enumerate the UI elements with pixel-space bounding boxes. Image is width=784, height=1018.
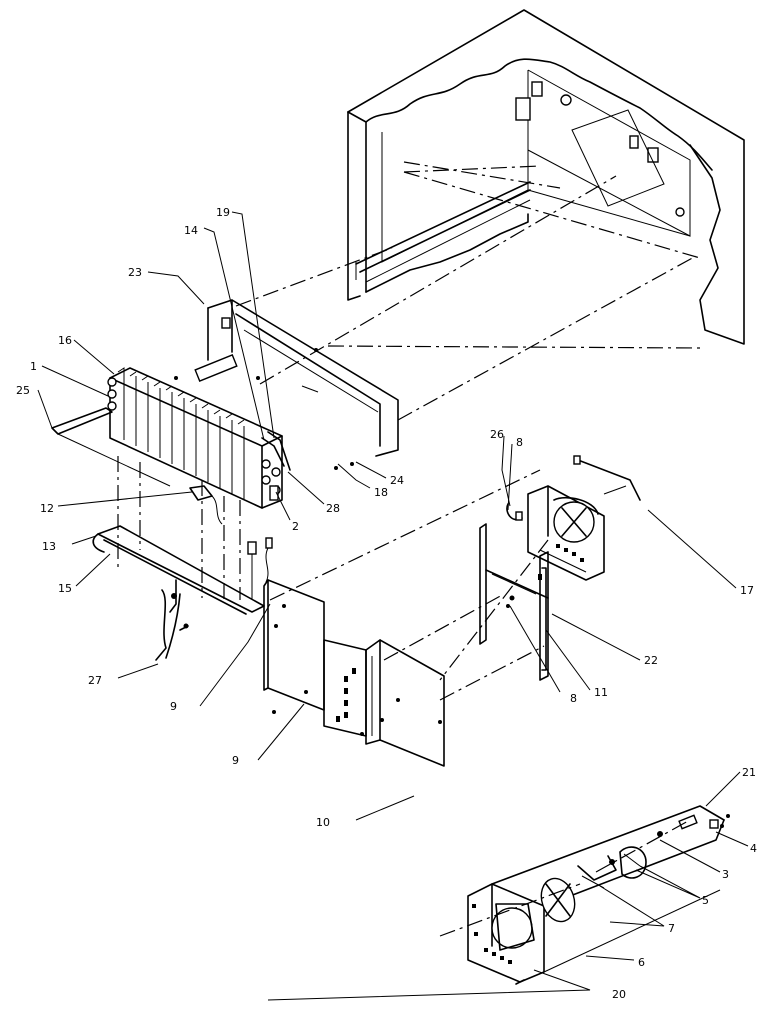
evaporator-coil (51, 367, 291, 525)
callout-9a: 9 (170, 700, 177, 713)
fan-motor-assembly (439, 805, 730, 985)
callout-5: 5 (702, 894, 709, 907)
callout-labels: 1 2 3 4 5 6 7 8 8 9 9 10 11 12 13 14 15 … (16, 206, 757, 1001)
upper-fan-shroud (439, 455, 641, 681)
callout-22: 22 (644, 654, 658, 667)
rear-panels (263, 469, 545, 767)
callout-7: 7 (668, 922, 675, 935)
fan-bracket (479, 523, 549, 681)
callout-16: 16 (58, 334, 72, 347)
callout-leaders (37, 211, 749, 1001)
callout-8b: 8 (570, 692, 577, 705)
callout-9b: 9 (232, 754, 239, 767)
cabinet-housing (347, 9, 745, 345)
drain-heater-assembly (92, 456, 273, 661)
callout-21: 21 (742, 766, 756, 779)
callout-18: 18 (374, 486, 388, 499)
evaporator-cover (174, 299, 399, 457)
callout-13: 13 (42, 540, 56, 553)
callout-15: 15 (58, 582, 72, 595)
callout-24: 24 (390, 474, 404, 487)
callout-12: 12 (40, 502, 54, 515)
assembly-guide-lines-top (235, 175, 701, 421)
callout-4: 4 (750, 842, 757, 855)
callout-17: 17 (740, 584, 754, 597)
callout-11: 11 (594, 686, 608, 699)
callout-1: 1 (30, 360, 37, 373)
callout-8a: 8 (516, 436, 523, 449)
callout-25: 25 (16, 384, 30, 397)
callout-19: 19 (216, 206, 230, 219)
callout-28: 28 (326, 502, 340, 515)
callout-26: 26 (490, 428, 504, 441)
callout-6: 6 (638, 956, 645, 969)
callout-3: 3 (722, 868, 729, 881)
callout-20: 20 (612, 988, 626, 1001)
callout-2: 2 (292, 520, 299, 533)
callout-23: 23 (128, 266, 142, 279)
callout-10: 10 (316, 816, 330, 829)
callout-14: 14 (184, 224, 198, 237)
callout-27: 27 (88, 674, 102, 687)
